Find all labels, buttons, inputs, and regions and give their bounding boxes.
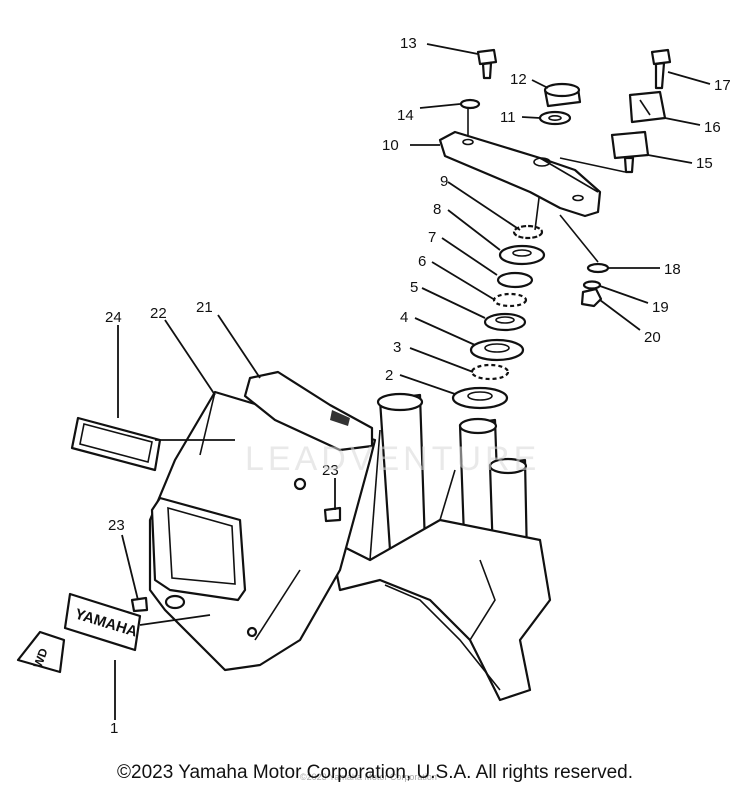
wd-badge: WD [16, 630, 66, 674]
callout-1: 1 [110, 720, 118, 737]
callout-15: 15 [696, 155, 713, 172]
handlebar-holder-lower [610, 130, 650, 160]
plain-washer [586, 262, 610, 274]
bearing-cover [498, 244, 546, 266]
copyright-notice: ©2023 Yamaha Motor Corporation, U.S.A. A… [117, 762, 633, 783]
upper-bearing-race [483, 312, 527, 332]
small-watermark: ©2023 Yamaha Motor Corporation [300, 772, 437, 782]
yamaha-emblem: YAMAHA [63, 592, 142, 652]
screw-lower [130, 596, 149, 613]
callout-12: 12 [510, 71, 527, 88]
lock-washer [582, 280, 602, 290]
callout-8: 8 [433, 201, 441, 218]
callout-11: 11 [500, 109, 516, 126]
bolt [476, 48, 498, 66]
callout-14: 14 [397, 107, 414, 124]
callout-7: 7 [428, 229, 436, 246]
lower-bearing-race [451, 386, 509, 410]
decal-emblem-24 [70, 416, 162, 472]
callout-20: 20 [644, 329, 661, 346]
callout-6: 6 [418, 253, 426, 270]
leader-lines [114, 43, 711, 720]
callout-16: 16 [704, 119, 721, 136]
upper-ball-set [492, 292, 528, 308]
callout-9: 9 [440, 173, 448, 190]
frame-and-fork [328, 392, 552, 702]
callout-17: 17 [714, 77, 731, 94]
spring-washer [459, 98, 481, 110]
watermark: LEADVENTURE [245, 440, 541, 478]
callout-23-upper: 23 [322, 462, 339, 479]
callout-23-lower: 23 [108, 517, 125, 534]
emblem-small-text: WD [31, 646, 51, 670]
handlebar-bolt [650, 48, 672, 66]
lower-ball-set [470, 363, 510, 381]
callout-24: 24 [105, 309, 122, 326]
handlebar-holder-upper [628, 90, 667, 124]
visor [243, 370, 374, 452]
callout-18: 18 [664, 261, 681, 278]
steering-stem-parts [438, 48, 672, 410]
lower-bearing-cone [469, 338, 525, 362]
headlight-cowl: YAMAHA WD [16, 370, 377, 674]
nut [580, 287, 603, 308]
screw-upper [323, 506, 342, 523]
callout-numbers: 1 2 3 4 5 6 7 8 9 10 11 12 13 14 15 16 1… [105, 35, 731, 737]
callout-3: 3 [393, 339, 401, 356]
callout-21: 21 [196, 299, 213, 316]
callout-4: 4 [400, 309, 408, 326]
callout-22: 22 [150, 305, 167, 322]
callout-19: 19 [652, 299, 669, 316]
callout-13: 13 [400, 35, 417, 52]
callout-10: 10 [382, 137, 399, 154]
upper-bearing-cone [496, 271, 534, 289]
washer [538, 110, 572, 126]
upper-bracket [438, 130, 602, 218]
callout-5: 5 [410, 279, 418, 296]
callout-2: 2 [385, 367, 393, 384]
